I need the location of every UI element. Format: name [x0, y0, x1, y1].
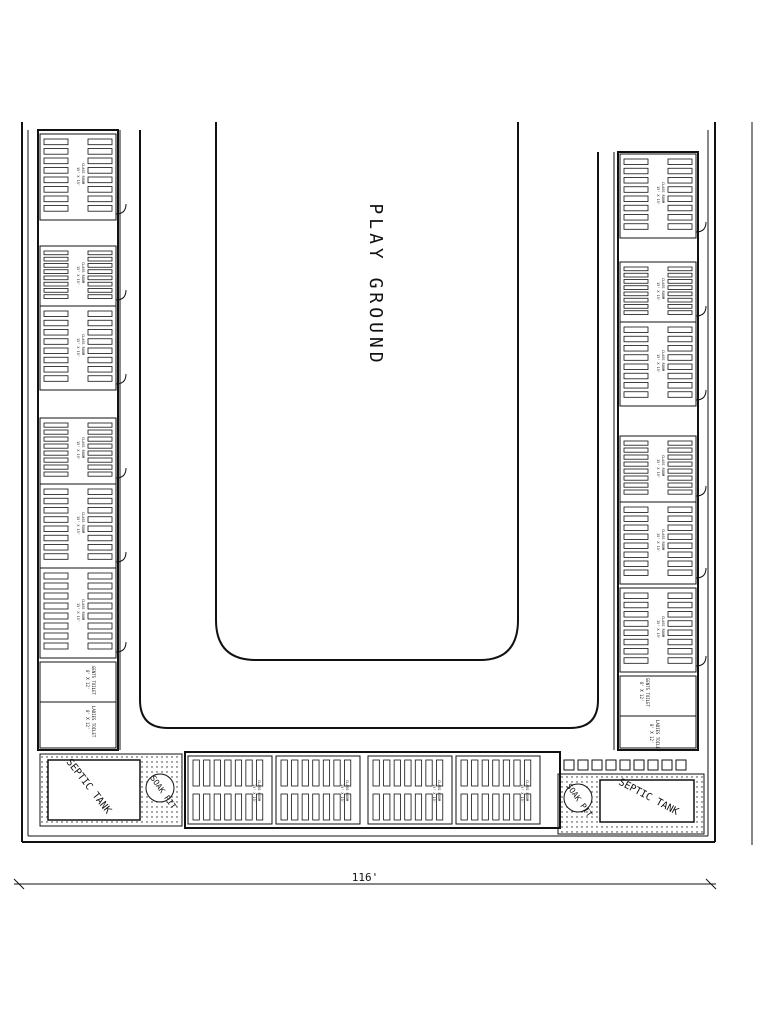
class-room-label: CLASS ROOM — [661, 182, 665, 203]
dimension-line: 116' — [13, 871, 717, 890]
step — [591, 759, 603, 771]
step — [563, 759, 575, 771]
site-boundary — [21, 122, 753, 845]
class-room-size: 15' X 15' — [656, 459, 660, 478]
class-room-size: 15' X 15' — [656, 354, 660, 373]
class-room-label: CLASS ROOM — [437, 780, 441, 801]
class-room-size: 15' X 15' — [656, 620, 660, 639]
class-room-size: 15' X 15' — [76, 516, 80, 535]
class-room-label: CLASS ROOM — [81, 334, 85, 355]
class-room-size: 15' X 15' — [76, 603, 80, 622]
class-room-size: 15' X 15' — [76, 167, 80, 186]
class-room-label: CLASS ROOM — [81, 599, 85, 620]
step — [619, 759, 631, 771]
step — [675, 759, 687, 771]
class-room-label: CLASS ROOM — [81, 512, 85, 533]
class-room-size: 15' X 15' — [340, 784, 344, 803]
right-sanitation: SEPTIC TANK SOAK PIT — [557, 759, 705, 835]
gents-toilet-size: 8' X 12' — [85, 670, 90, 689]
class-room-label: CLASS ROOM — [81, 262, 85, 283]
class-room-label: CLASS ROOM — [661, 616, 665, 637]
corridor — [119, 130, 615, 750]
class-room-size: 15' X 15' — [76, 441, 80, 460]
gents-toilet-size-right: 8' X 12' — [639, 682, 644, 701]
left-sanitation: SEPTIC TANK SOAK PIT — [39, 753, 183, 827]
gents-toilet-label: GENTS TOILET — [91, 666, 96, 695]
class-room-size: 15' X 15' — [520, 784, 524, 803]
class-room-label: CLASS ROOM — [661, 278, 665, 299]
ladies-toilet-size: 8' X 12' — [85, 710, 90, 729]
class-room-label: CLASS ROOM — [661, 529, 665, 550]
gents-toilet-label-right: GENTS TOILET — [645, 678, 650, 707]
class-room-size: 15' X 15' — [656, 533, 660, 552]
class-room-size: 15' X 15' — [76, 266, 80, 285]
step — [605, 759, 617, 771]
ladies-toilet-label: LADIES TOILET — [91, 706, 96, 738]
step — [633, 759, 645, 771]
class-room-size: 15' X 15' — [76, 338, 80, 357]
ladies-toilet-label-right: LADIES TOILET — [655, 720, 660, 752]
right-toilets: GENTS TOILET 8' X 12' LADIES TOILET 8' X… — [619, 675, 697, 752]
step — [577, 759, 589, 771]
class-room-size: 15' X 15' — [432, 784, 436, 803]
class-room-label: CLASS ROOM — [81, 437, 85, 458]
step — [647, 759, 659, 771]
playground-label: PLAY GROUND — [365, 203, 386, 366]
class-room-size: 15' X 15' — [656, 186, 660, 205]
left-toilets: GENTS TOILET 8' X 12' LADIES TOILET 8' X… — [39, 661, 117, 749]
ladies-toilet-size-right: 8' X 12' — [649, 724, 654, 743]
class-room-label: CLASS ROOM — [661, 350, 665, 371]
class-room-label: CLASS ROOM — [345, 780, 349, 801]
class-room-label: CLASS ROOM — [257, 780, 261, 801]
class-room-label: CLASS ROOM — [81, 163, 85, 184]
class-room-label: CLASS ROOM — [661, 455, 665, 476]
class-room-size: 15' X 15' — [656, 282, 660, 301]
playground-area: PLAY GROUND — [215, 122, 519, 661]
dimension-width-label: 116' — [352, 871, 379, 884]
class-room-label: CLASS ROOM — [525, 780, 529, 801]
step — [661, 759, 673, 771]
class-room-size: 15' X 15' — [252, 784, 256, 803]
